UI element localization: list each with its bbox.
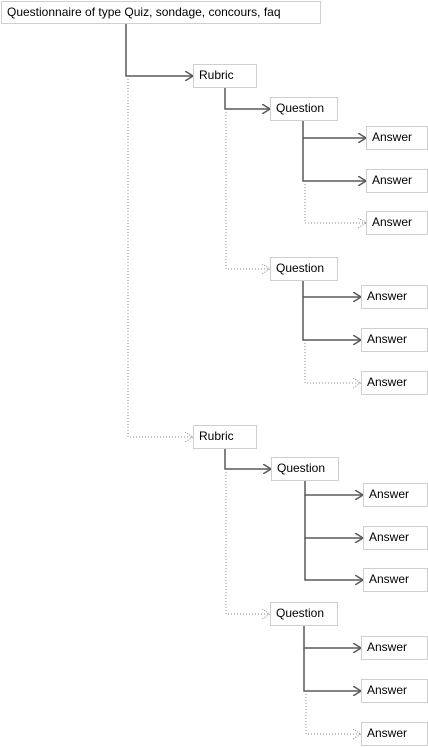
answer-label: Answer — [369, 487, 410, 501]
edge-question-answer — [303, 626, 361, 648]
edge-question-answer — [302, 121, 366, 138]
edge-rubric-question — [225, 469, 270, 614]
edge-question-answer — [302, 281, 361, 297]
rubric-label: Rubric — [199, 429, 234, 443]
answer-label: Answer — [369, 572, 410, 586]
answer-node: Answer — [361, 722, 428, 746]
question-node: Question — [270, 257, 338, 281]
answer-node: Answer — [361, 679, 428, 703]
edge-question-answer — [302, 297, 361, 340]
answer-label: Answer — [367, 683, 408, 697]
edge-question-answer — [304, 340, 361, 383]
edge-question-answer — [302, 138, 366, 181]
rubric-node: Rubric — [193, 64, 257, 88]
edge-root-rubric — [127, 76, 193, 437]
question-label: Question — [276, 101, 325, 115]
question-label: Question — [277, 461, 326, 475]
edge-question-answer — [303, 648, 361, 691]
question-label: Question — [276, 261, 325, 275]
answer-label: Answer — [367, 332, 408, 346]
rubric-label: Rubric — [199, 68, 234, 82]
answer-node: Answer — [363, 526, 428, 550]
answer-node: Answer — [361, 328, 428, 352]
answer-label: Answer — [367, 640, 408, 654]
answer-node: Answer — [361, 285, 428, 309]
question-node: Question — [271, 457, 339, 481]
answer-node: Answer — [366, 126, 428, 150]
answer-node: Answer — [363, 568, 428, 592]
question-node: Question — [270, 97, 338, 121]
edge-question-answer — [305, 691, 361, 734]
edge-rubric-question — [225, 109, 270, 269]
edge-rubric-question — [224, 449, 271, 469]
answer-label: Answer — [372, 130, 413, 144]
edge-question-answer — [304, 538, 363, 580]
question-label: Question — [276, 606, 325, 620]
edge-root-rubric — [125, 24, 193, 76]
answer-label: Answer — [367, 375, 408, 389]
edge-question-answer — [304, 481, 363, 495]
rubric-node: Rubric — [193, 425, 257, 449]
answer-label: Answer — [372, 173, 413, 187]
answer-label: Answer — [372, 215, 413, 229]
question-node: Question — [270, 602, 338, 626]
answer-label: Answer — [367, 726, 408, 740]
answer-node: Answer — [366, 211, 428, 235]
answer-label: Answer — [367, 289, 408, 303]
root-node: Questionnaire of type Quiz, sondage, con… — [1, 1, 321, 24]
answer-node: Answer — [363, 483, 428, 507]
answer-node: Answer — [361, 636, 428, 660]
edge-question-answer — [304, 181, 366, 223]
edge-rubric-question — [224, 88, 270, 109]
answer-label: Answer — [369, 530, 410, 544]
root-label: Questionnaire of type Quiz, sondage, con… — [7, 5, 281, 19]
edge-question-answer — [304, 495, 363, 538]
answer-node: Answer — [361, 371, 428, 395]
answer-node: Answer — [366, 169, 428, 193]
